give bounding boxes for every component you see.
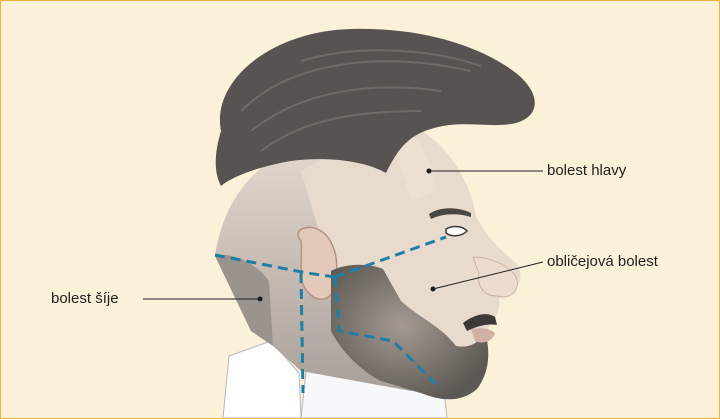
label-face-pain: obličejová bolest: [547, 253, 658, 271]
dot-face: [431, 287, 436, 292]
dot-neck: [258, 297, 263, 302]
dot-head: [427, 169, 432, 174]
label-head-pain: bolest hlavy: [547, 162, 626, 180]
label-neck-pain: bolest šíje: [51, 290, 119, 308]
